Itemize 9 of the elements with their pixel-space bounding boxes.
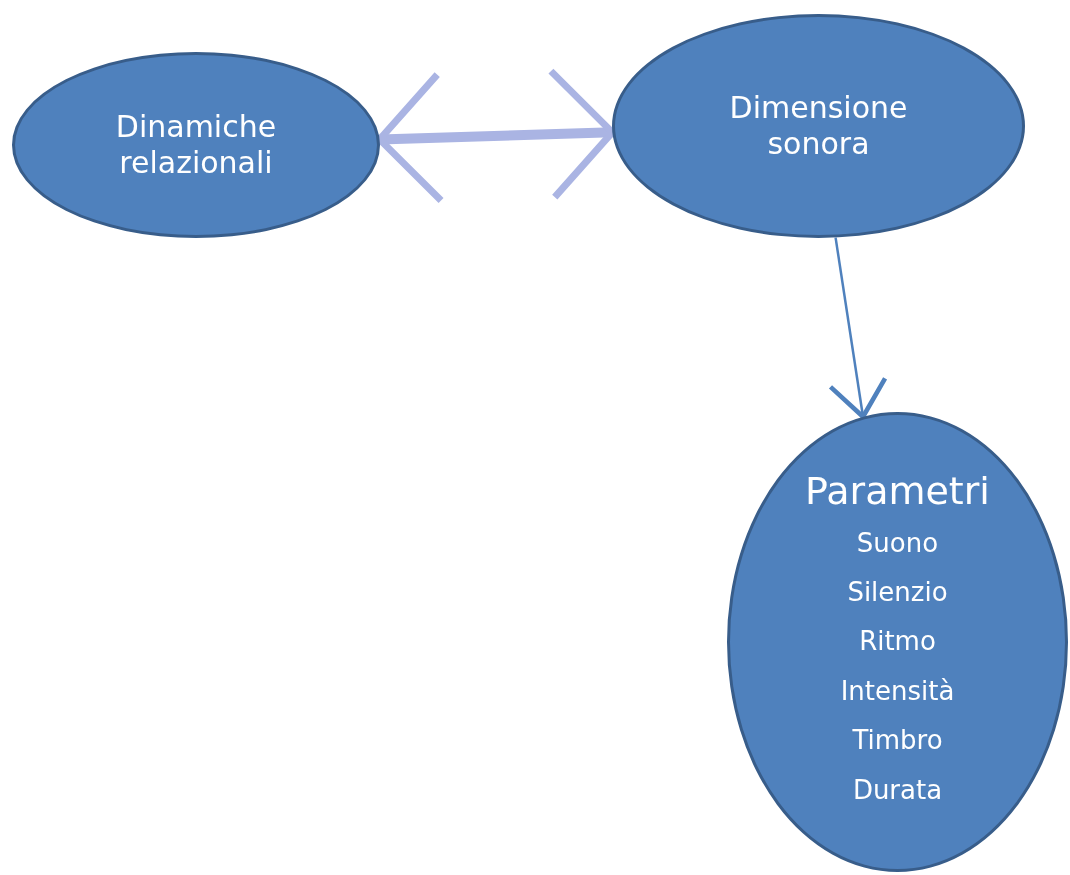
list-item: Suono	[856, 526, 939, 560]
list-item: Intensità	[840, 674, 955, 708]
list-item: Durata	[852, 773, 943, 807]
node-title: Dinamiche relazionali	[114, 109, 278, 181]
list-item: Ritmo	[859, 625, 936, 659]
node-title: Parametri	[805, 469, 990, 515]
node-title: Dimensione sonora	[728, 90, 909, 162]
list-item: Timbro	[852, 724, 943, 758]
list-item: Silenzio	[847, 576, 948, 609]
